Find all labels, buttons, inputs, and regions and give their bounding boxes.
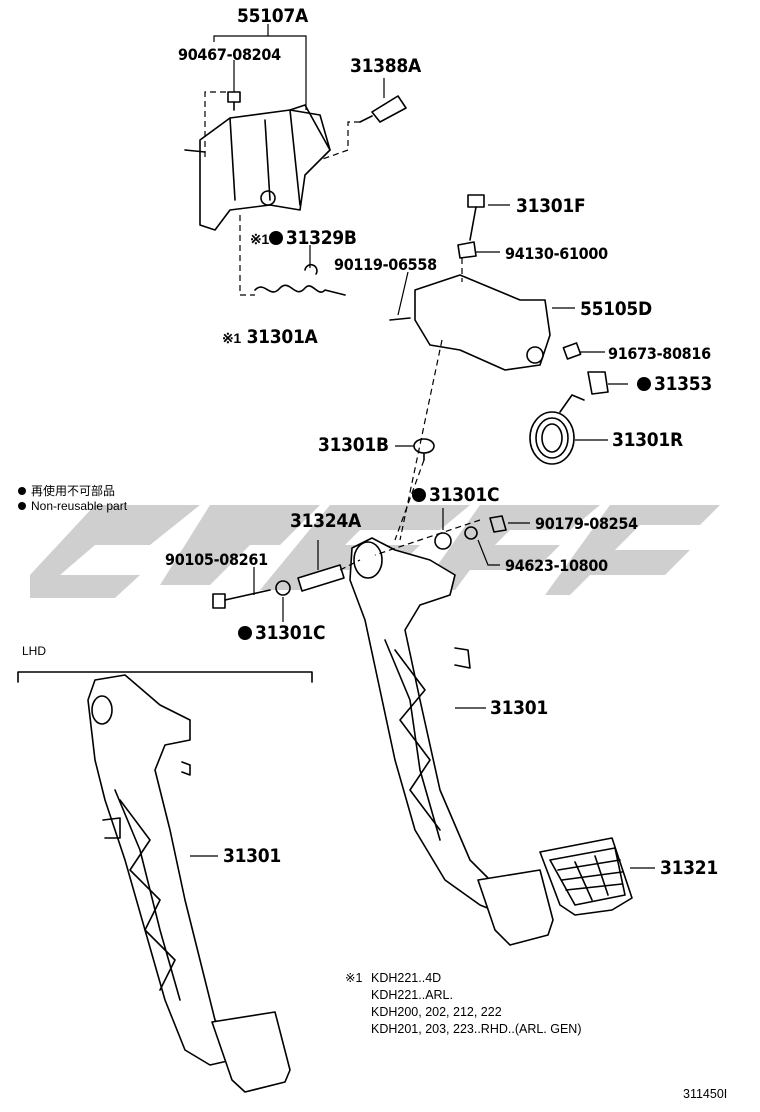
lhd-label: LHD — [22, 644, 47, 658]
dashed-guides — [204, 91, 481, 571]
footnote-line-4: KDH201, 203, 223..RHD..(ARL. GEN) — [371, 1022, 582, 1036]
bush-31301c-lower — [275, 580, 291, 596]
label-31301c-upper-group: 31301C — [412, 484, 500, 506]
label-31388a: 31388A — [350, 55, 421, 77]
drawing-number: 311450I — [683, 1087, 728, 1101]
spring-31301a — [254, 264, 346, 296]
label-55107a: 55107A — [237, 5, 308, 27]
label-94623-10800: 94623-10800 — [505, 556, 608, 575]
non-reusable-dot-icon — [412, 488, 426, 502]
label-31301c-lower: 31301C — [255, 622, 326, 644]
legend-line-english: Non-reusable part — [18, 499, 127, 513]
collar-31324a — [297, 564, 345, 592]
legend-line-japanese: 再使用不可部品 — [18, 482, 115, 499]
label-90179-08254: 90179-08254 — [535, 514, 638, 533]
bracket-55105d — [389, 274, 551, 371]
spring-31301r — [529, 394, 585, 465]
label-31301b: 31301B — [318, 434, 389, 456]
bracket-55107a — [184, 104, 331, 231]
label-31324a: 31324A — [290, 510, 361, 532]
pedal-pad-31321 — [539, 837, 633, 916]
label-31321: 31321 — [660, 857, 718, 879]
pedal-pad-main — [477, 869, 554, 946]
label-90467-08204: 90467-08204 — [178, 45, 281, 64]
pedal-arm-31301-lhd — [87, 674, 236, 1066]
footnote-line-3: KDH200, 202, 212, 222 — [371, 1005, 502, 1019]
label-31301c-upper: 31301C — [429, 484, 500, 506]
leader-lines — [190, 24, 655, 869]
label-94130-61000: 94130-61000 — [505, 244, 608, 263]
label-31301a: 31301A — [246, 326, 318, 348]
non-reusable-dot-icon — [238, 626, 252, 640]
label-55105d: 55105D — [580, 298, 652, 320]
footnote-line-2: KDH221..ARL. — [371, 988, 453, 1002]
non-reusable-dot-icon — [268, 231, 283, 245]
non-reusable-dot-icon — [18, 502, 26, 510]
non-reusable-dot-icon — [18, 487, 26, 495]
legend-text-en: Non-reusable part — [31, 499, 128, 513]
label-31329b: 31329B — [285, 227, 357, 249]
clip-31353 — [587, 371, 609, 395]
non-reusable-dot-icon — [637, 377, 651, 391]
washer-94623 — [464, 526, 478, 540]
footnote-mark: ※1 — [345, 971, 363, 985]
label-31301-lhd: 31301 — [223, 845, 281, 867]
label-31353-group: 31353 — [637, 373, 712, 395]
applicability-footnote: ※1 KDH221..4D KDH221..ARL. KDH200, 202, … — [345, 970, 582, 1038]
nut-90179 — [489, 515, 507, 533]
note-mark-icon: ※1 — [222, 330, 241, 346]
bolt-90105 — [212, 589, 271, 609]
bolt-31301f — [457, 194, 485, 259]
stopper-31301b — [413, 438, 435, 461]
label-31301c-lower-group: 31301C — [238, 622, 326, 644]
pedal-arm-31301 — [349, 537, 521, 916]
label-91673-80816: 91673-80816 — [608, 344, 711, 363]
switch-31388a — [359, 95, 407, 123]
legend-text-jp: 再使用不可部品 — [31, 484, 116, 498]
label-31301a-group: ※1 31301A — [222, 326, 318, 348]
bolt-90467 — [227, 91, 241, 111]
lhd-bracket-line — [17, 671, 313, 683]
note-mark-icon: ※1 — [250, 231, 269, 247]
label-31301-main: 31301 — [490, 697, 548, 719]
label-31301r: 31301R — [612, 429, 683, 451]
bush-31301c-upper — [434, 532, 452, 550]
label-90105-08261: 90105-08261 — [165, 550, 268, 569]
label-31329b-group: ※1 31329B — [250, 227, 357, 249]
label-31301f: 31301F — [516, 195, 586, 217]
label-90119-06558: 90119-06558 — [334, 255, 437, 274]
label-31353: 31353 — [654, 373, 712, 395]
bolt-91673 — [562, 342, 582, 360]
pedal-pad-lhd — [211, 1011, 291, 1093]
footnote-line-1: KDH221..4D — [371, 971, 442, 985]
